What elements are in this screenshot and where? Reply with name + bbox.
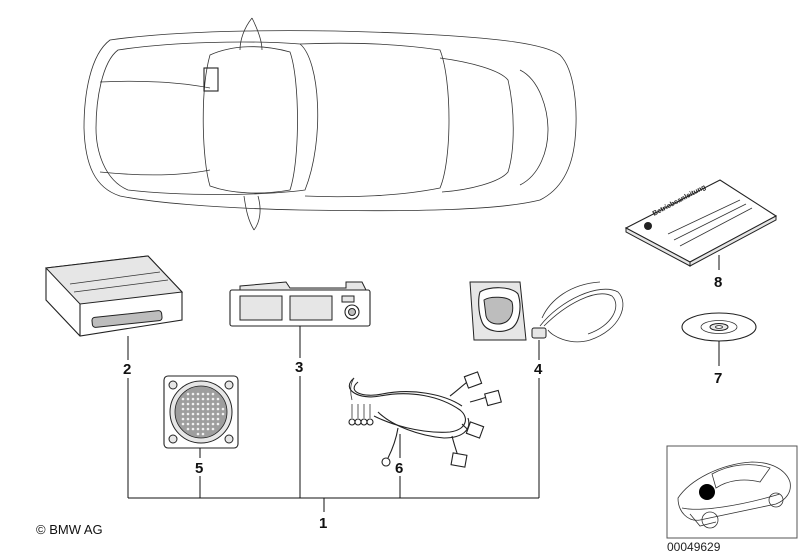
- grille-hole: [206, 427, 210, 431]
- grille-hole: [186, 427, 190, 431]
- grille-hole: [211, 407, 215, 411]
- callout-1: 1: [319, 515, 327, 532]
- grille-hole: [201, 392, 205, 396]
- callout-3: 3: [295, 359, 303, 376]
- grille-hole: [201, 397, 205, 401]
- callout-6: 6: [395, 460, 403, 477]
- grille-hole: [211, 392, 215, 396]
- grille-hole: [181, 422, 185, 426]
- part-cd: [681, 312, 757, 342]
- grille-hole: [201, 422, 205, 426]
- grille-hole: [196, 427, 200, 431]
- grille-hole: [191, 407, 195, 411]
- grille-hole: [201, 412, 205, 416]
- grille-hole: [191, 412, 195, 416]
- grille-hole: [196, 397, 200, 401]
- grille-hole: [186, 402, 190, 406]
- grille-hole: [191, 392, 195, 396]
- grille-hole: [181, 412, 185, 416]
- grille-hole: [196, 432, 200, 436]
- grille-hole: [216, 417, 220, 421]
- part-operating-panel: [229, 281, 371, 327]
- grille-hole: [186, 407, 190, 411]
- grille-hole: [206, 412, 210, 416]
- grille-hole: [186, 392, 190, 396]
- callouts: 1 2 3 4 5 6 7 8: [123, 274, 722, 532]
- document-number: 00049629: [667, 540, 721, 554]
- part-loudspeaker: [163, 375, 239, 449]
- grille-hole: [196, 402, 200, 406]
- callout-7: 7: [714, 370, 722, 387]
- grille-hole: [181, 417, 185, 421]
- grille-hole: [181, 407, 185, 411]
- copyright-notice: © BMW AG: [36, 522, 103, 537]
- install-location-marker: [203, 67, 219, 92]
- grille-hole: [181, 397, 185, 401]
- grille-hole: [211, 397, 215, 401]
- grille-hole: [201, 417, 205, 421]
- grille-hole: [186, 412, 190, 416]
- grille-hole: [206, 402, 210, 406]
- callout-4: 4: [534, 361, 543, 378]
- grille-hole: [196, 412, 200, 416]
- grille-hole: [216, 397, 220, 401]
- grille-hole: [196, 392, 200, 396]
- location-thumbnail: [666, 445, 798, 539]
- grille-hole: [211, 412, 215, 416]
- grille-hole: [211, 417, 215, 421]
- grille-hole: [196, 407, 200, 411]
- grille-hole: [191, 397, 195, 401]
- grille-hole: [206, 397, 210, 401]
- grille-hole: [216, 412, 220, 416]
- grille-hole: [201, 402, 205, 406]
- location-marker-dot: [699, 484, 715, 500]
- callout-8: 8: [714, 274, 722, 291]
- part-control-unit: [44, 255, 184, 337]
- grille-hole: [216, 422, 220, 426]
- callout-2: 2: [123, 361, 131, 378]
- grille-hole: [191, 402, 195, 406]
- grille-hole: [211, 422, 215, 426]
- grille-hole: [206, 422, 210, 426]
- grille-hole: [181, 402, 185, 406]
- part-wiring-harness: [348, 371, 502, 468]
- car-top-view: [83, 17, 577, 231]
- grille-hole: [191, 427, 195, 431]
- grille-hole: [201, 407, 205, 411]
- grille-hole: [211, 402, 215, 406]
- grille-hole: [201, 432, 205, 436]
- grille-hole: [206, 407, 210, 411]
- grille-hole: [191, 422, 195, 426]
- callout-5: 5: [195, 460, 203, 477]
- grille-hole: [186, 417, 190, 421]
- bmw-logo-icon: [644, 222, 652, 230]
- grille-hole: [191, 417, 195, 421]
- grille-hole: [221, 412, 225, 416]
- part-owners-manual: Betriebsanleitung: [624, 179, 778, 267]
- grille-hole: [216, 407, 220, 411]
- grille-hole: [221, 407, 225, 411]
- leader-lines: [127, 255, 720, 512]
- grille-hole: [196, 422, 200, 426]
- grille-hole: [196, 417, 200, 421]
- grille-hole: [206, 392, 210, 396]
- grille-hole: [186, 397, 190, 401]
- grille-hole: [201, 427, 205, 431]
- grille-hole: [206, 417, 210, 421]
- grille-hole: [186, 422, 190, 426]
- grille-hole: [211, 427, 215, 431]
- grille-hole: [216, 402, 220, 406]
- part-antenna: [469, 281, 624, 343]
